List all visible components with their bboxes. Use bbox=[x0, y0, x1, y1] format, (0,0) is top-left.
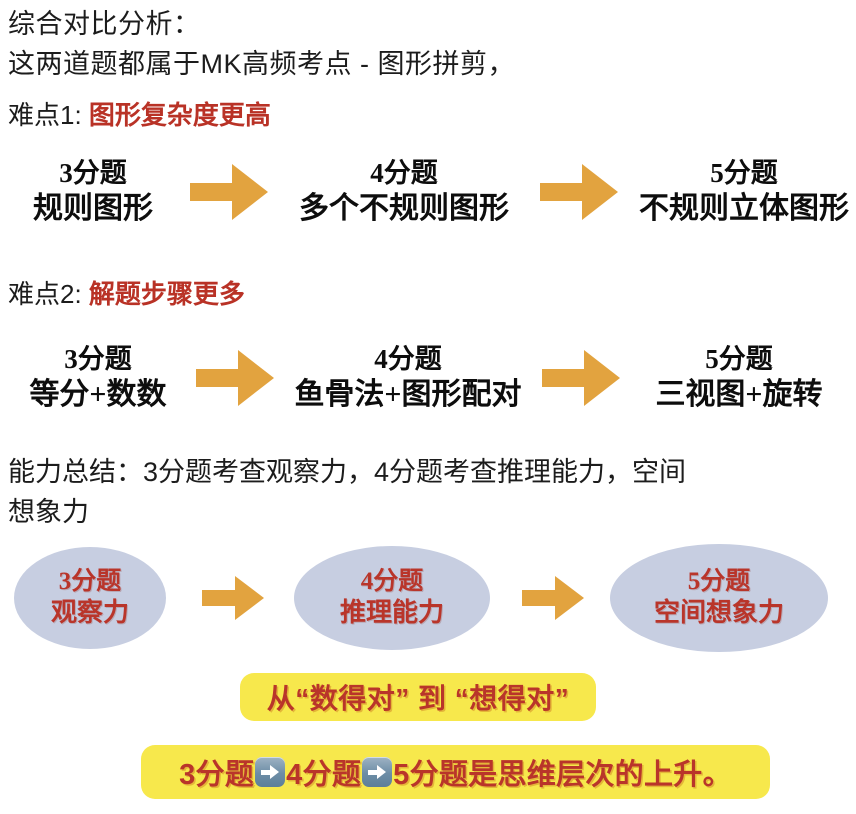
ability-node-1-ability: 观察力 bbox=[50, 598, 129, 628]
ability-flow-row: 3分题 观察力 4分题 推理能力 5分题 空间想象力 bbox=[0, 543, 856, 653]
right-block-arrow-icon bbox=[522, 576, 584, 620]
steps-step-2-score: 4分题 bbox=[374, 343, 442, 374]
difficulty-2-label: 难点2: bbox=[8, 279, 89, 309]
difficulty-1-heading: 难点1: 图形复杂度更高 bbox=[8, 98, 271, 132]
quote-callout: 从“数得对” 到 “想得对” bbox=[240, 673, 596, 721]
difficulty-2-heading: 难点2: 解题步骤更多 bbox=[8, 277, 245, 311]
right-block-arrow-icon bbox=[540, 164, 618, 220]
complexity-step-2-score: 4分题 bbox=[370, 157, 438, 188]
intro-block: 综合对比分析： 这两道题都属于MK高频考点 - 图形拼剪， bbox=[8, 4, 848, 84]
difficulty-2-value: 解题步骤更多 bbox=[88, 279, 245, 309]
right-arrow-badge-icon bbox=[362, 757, 393, 787]
complexity-step-1: 3分题 规则图形 bbox=[0, 156, 186, 229]
ability-summary-line-1: 能力总结：3分题考查观察力，4分题考查推理能力，空间 bbox=[8, 457, 687, 487]
complexity-step-3-score: 5分题 bbox=[710, 157, 778, 188]
difficulty-1-value: 图形复杂度更高 bbox=[88, 100, 271, 130]
complexity-step-3-detail: 不规则立体图形 bbox=[639, 192, 849, 226]
ability-summary-line-2: 想象力 bbox=[8, 497, 89, 527]
complexity-step-2-detail: 多个不规则图形 bbox=[299, 192, 509, 226]
steps-step-2: 4分题 鱼骨法+图形配对 bbox=[274, 342, 542, 415]
complexity-step-1-detail: 规则图形 bbox=[33, 192, 153, 226]
right-block-arrow-icon bbox=[196, 350, 274, 406]
ability-node-2: 4分题 推理能力 bbox=[294, 546, 490, 650]
conclusion-callout: 3分题 4分题 5分题是思维层次的上升。 bbox=[141, 745, 770, 799]
conclusion-part-3: 5分题是思维层次的上升。 bbox=[393, 759, 732, 791]
steps-step-1-detail: 等分+数数 bbox=[29, 378, 167, 412]
conclusion-part-1: 3分题 bbox=[179, 759, 255, 791]
complexity-step-1-score: 3分题 bbox=[59, 157, 127, 188]
ability-node-1-score: 3分题 bbox=[58, 567, 122, 595]
conclusion-part-2: 4分题 bbox=[286, 759, 362, 791]
complexity-flow-row: 3分题 规则图形 4分题 多个不规则图形 5分题 不规则立体图形 bbox=[0, 146, 856, 238]
steps-step-3: 5分题 三视图+旋转 bbox=[620, 342, 856, 415]
ability-node-1: 3分题 观察力 bbox=[14, 547, 166, 649]
complexity-step-3: 5分题 不规则立体图形 bbox=[618, 156, 856, 229]
right-block-arrow-icon bbox=[542, 350, 620, 406]
analysis-title: 综合对比分析： bbox=[8, 9, 201, 39]
analysis-subtitle: 这两道题都属于MK高频考点 - 图形拼剪， bbox=[8, 49, 515, 79]
ability-node-3: 5分题 空间想象力 bbox=[610, 544, 828, 652]
right-block-arrow-icon bbox=[202, 576, 264, 620]
ability-node-3-score: 5分题 bbox=[687, 567, 751, 595]
steps-step-1-score: 3分题 bbox=[64, 343, 132, 374]
difficulty-1-label: 难点1: bbox=[8, 100, 89, 130]
ability-node-2-ability: 推理能力 bbox=[339, 598, 444, 628]
right-block-arrow-icon bbox=[190, 164, 268, 220]
complexity-step-2: 4分题 多个不规则图形 bbox=[268, 156, 540, 229]
quote-callout-text: 从“数得对” 到 “想得对” bbox=[266, 683, 570, 714]
ability-node-2-score: 4分题 bbox=[360, 567, 424, 595]
steps-step-3-score: 5分题 bbox=[705, 343, 773, 374]
ability-node-3-ability: 空间想象力 bbox=[653, 598, 784, 628]
steps-step-3-detail: 三视图+旋转 bbox=[655, 378, 823, 412]
ability-summary-block: 能力总结：3分题考查观察力，4分题考查推理能力，空间 想象力 bbox=[8, 452, 852, 532]
right-arrow-badge-icon bbox=[255, 757, 286, 787]
steps-flow-row: 3分题 等分+数数 4分题 鱼骨法+图形配对 5分题 三视图+旋转 bbox=[0, 332, 856, 424]
steps-step-1: 3分题 等分+数数 bbox=[0, 342, 196, 415]
steps-step-2-detail: 鱼骨法+图形配对 bbox=[294, 378, 522, 412]
